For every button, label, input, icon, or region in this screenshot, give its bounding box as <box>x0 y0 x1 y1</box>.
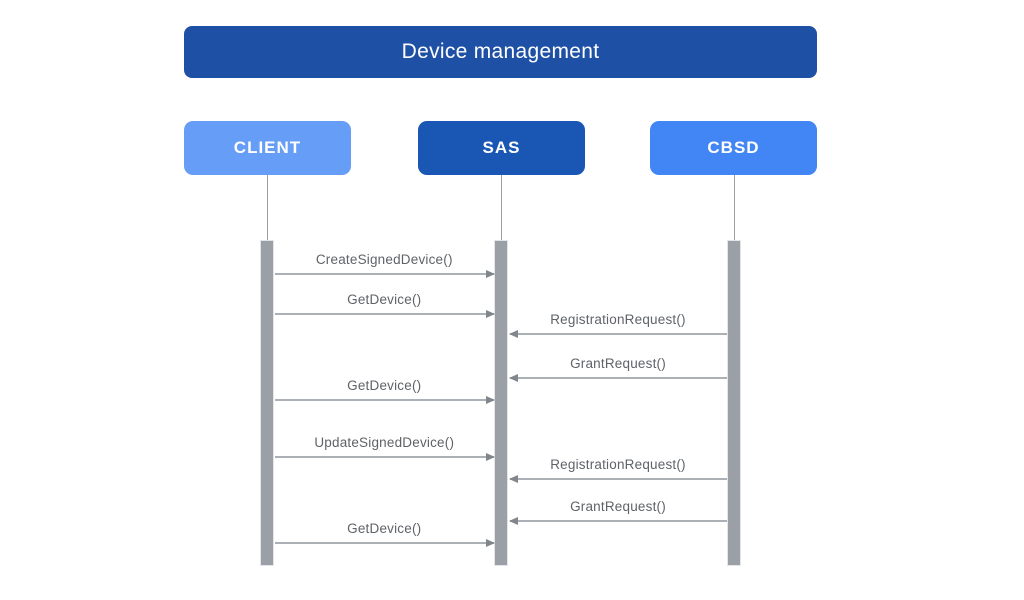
message-line <box>509 377 727 379</box>
message-line <box>275 313 494 315</box>
activation-bar-client <box>260 240 274 566</box>
arrowhead-right-icon <box>485 539 495 547</box>
lifeline-cbsd <box>734 175 735 240</box>
message-label: GetDevice() <box>347 378 422 393</box>
arrowhead-left-icon <box>508 330 518 338</box>
diagram-title: Device management <box>184 26 817 78</box>
message-line <box>275 542 494 544</box>
lifeline-sas <box>501 175 502 240</box>
message-line <box>509 478 727 480</box>
message-label: GetDevice() <box>347 521 422 536</box>
message-label: GrantRequest() <box>570 356 666 371</box>
arrowhead-right-icon <box>485 453 495 461</box>
message-label: RegistrationRequest() <box>550 457 686 472</box>
message-line <box>275 273 494 275</box>
arrowhead-right-icon <box>485 270 495 278</box>
message-label: CreateSignedDevice() <box>315 252 453 267</box>
actor-client: CLIENT <box>184 121 351 175</box>
actor-sas: SAS <box>418 121 585 175</box>
message-line <box>275 456 494 458</box>
message-line <box>275 399 494 401</box>
arrowhead-left-icon <box>508 374 518 382</box>
arrowhead-left-icon <box>508 517 518 525</box>
message-label: RegistrationRequest() <box>550 312 686 327</box>
message-label: GetDevice() <box>347 292 422 307</box>
arrowhead-right-icon <box>485 396 495 404</box>
activation-bar-sas <box>494 240 508 566</box>
actor-cbsd: CBSD <box>650 121 817 175</box>
message-line <box>509 333 727 335</box>
message-label: GrantRequest() <box>570 499 666 514</box>
arrowhead-right-icon <box>485 310 495 318</box>
arrowhead-left-icon <box>508 475 518 483</box>
activation-bar-cbsd <box>727 240 741 566</box>
message-label: UpdateSignedDevice() <box>314 435 455 450</box>
lifeline-client <box>267 175 268 240</box>
message-line <box>509 520 727 522</box>
